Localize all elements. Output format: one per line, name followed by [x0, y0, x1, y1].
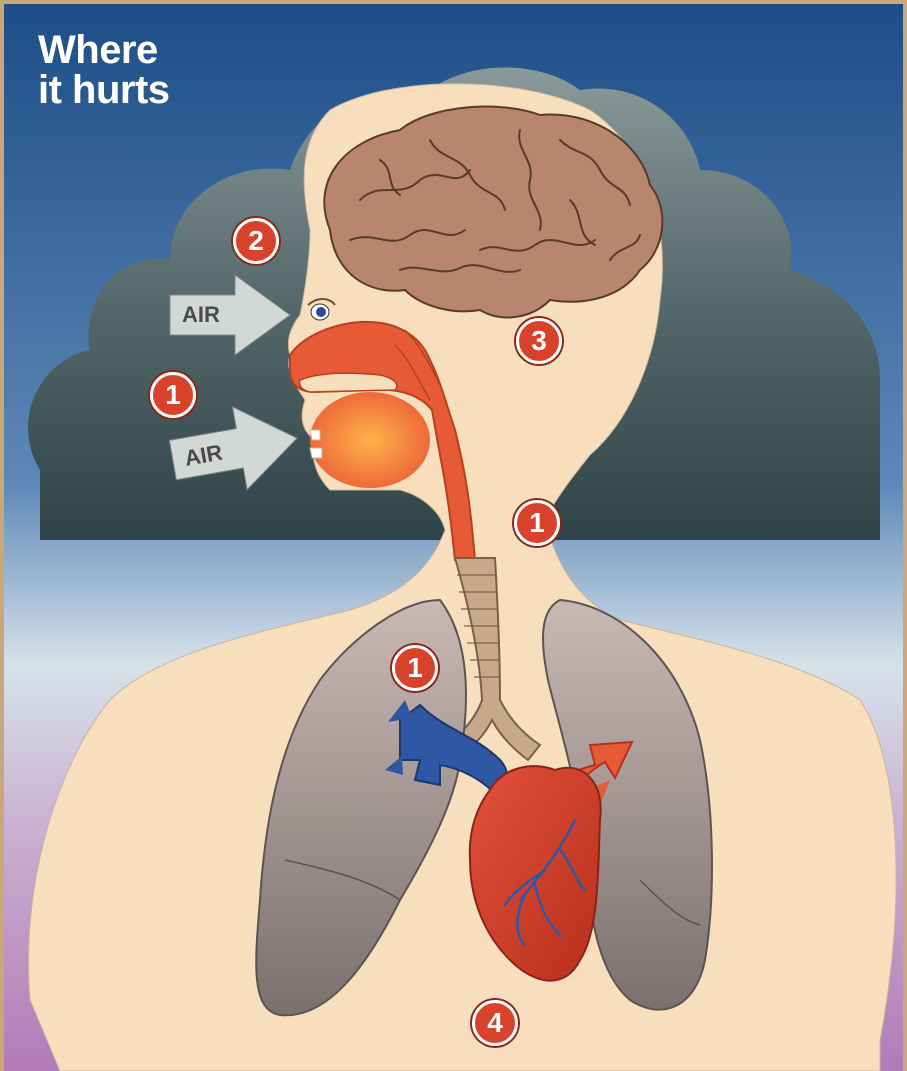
- marker-badge-nose-mouth: 1: [150, 372, 196, 418]
- marker-badge-heart: 4: [472, 1000, 518, 1046]
- title-line-2: it hurts: [38, 70, 170, 110]
- marker-badge-eyes: 2: [233, 218, 279, 264]
- air-label-upper: AIR: [182, 302, 220, 327]
- page-title: Where it hurts: [38, 30, 170, 110]
- marker-badge-lungs: 1: [392, 645, 438, 691]
- marker-badge-throat: 1: [514, 500, 560, 546]
- brain: [324, 107, 662, 318]
- marker-badge-brain: 3: [516, 318, 562, 364]
- title-line-1: Where: [38, 30, 170, 70]
